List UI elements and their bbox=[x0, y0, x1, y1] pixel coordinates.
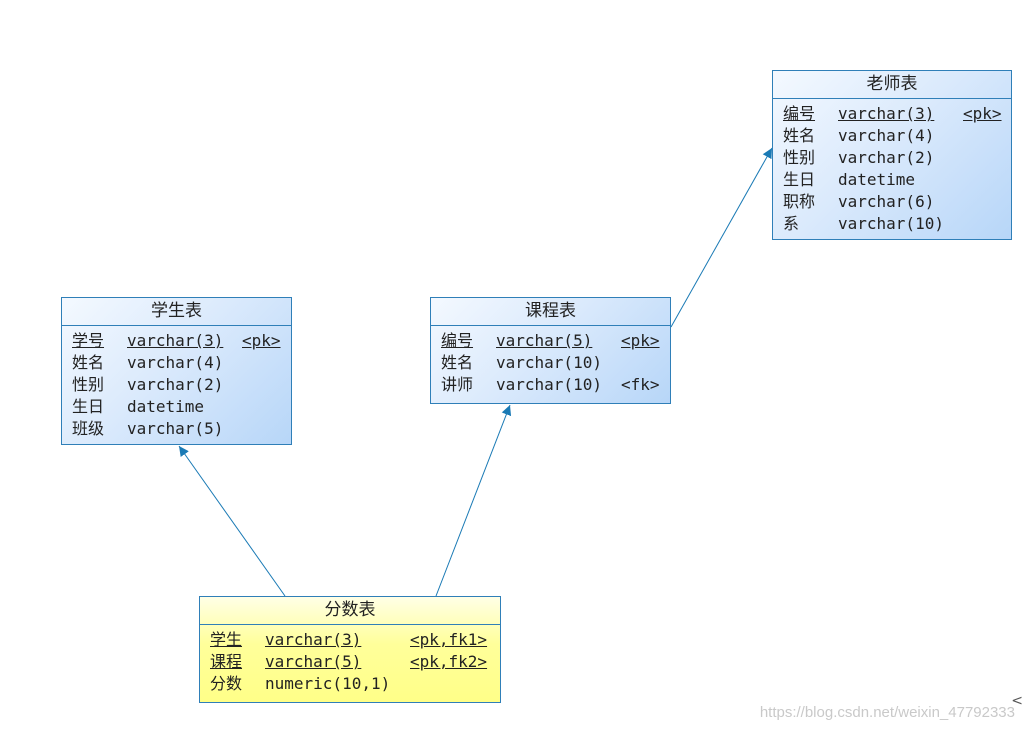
column-row: 编号 varchar(5) <pk> bbox=[431, 330, 670, 352]
column-name: 课程 bbox=[210, 652, 243, 671]
column-type: varchar(6) bbox=[838, 192, 935, 211]
column-type: numeric(10,1) bbox=[265, 674, 391, 693]
watermark: https://blog.csdn.net/weixin_47792333 bbox=[759, 704, 1015, 721]
column-name: 职称 bbox=[783, 192, 816, 211]
column-row: 讲师 varchar(10) <fk> bbox=[431, 374, 670, 396]
column-name: 学生 bbox=[210, 630, 243, 649]
column-type: datetime bbox=[127, 397, 205, 416]
column-name: 姓名 bbox=[783, 126, 816, 145]
column-row: 学生 varchar(3) <pk,fk1> bbox=[200, 629, 500, 651]
column-row: 姓名 varchar(10) bbox=[431, 352, 670, 374]
relationship-score-to-student bbox=[178, 445, 286, 597]
entity-columns: 编号 varchar(5) <pk> 姓名 varchar(10) 讲师 varchar(1… bbox=[431, 326, 670, 396]
column-type: varchar(5) bbox=[265, 652, 362, 671]
entity-score[interactable]: 分数表学生 varchar(3) <pk,fk1> 课程 varchar(5) <pk,f… bbox=[199, 596, 501, 703]
entity-columns: 学号 varchar(3) <pk> 姓名 varchar(4) 性别 varchar(2)… bbox=[62, 326, 291, 440]
column-type: datetime bbox=[838, 170, 916, 189]
entity-title: 课程表 bbox=[431, 298, 670, 326]
relationship-score-to-course bbox=[435, 404, 512, 597]
column-row: 生日 datetime bbox=[62, 396, 291, 418]
column-row: 课程 varchar(5) <pk,fk2> bbox=[200, 651, 500, 673]
column-type: varchar(2) bbox=[838, 148, 935, 167]
column-key: <pk> bbox=[621, 331, 660, 350]
column-name: 生日 bbox=[72, 397, 105, 416]
column-row: 生日 datetime bbox=[773, 169, 1011, 191]
entity-columns: 学生 varchar(3) <pk,fk1> 课程 varchar(5) <pk,fk2>… bbox=[200, 625, 500, 695]
column-type: varchar(10) bbox=[496, 353, 602, 372]
entity-columns: 编号 varchar(3) <pk> 姓名 varchar(4) 性别 varchar(2)… bbox=[773, 99, 1011, 235]
column-row: 性别 varchar(2) bbox=[62, 374, 291, 396]
column-row: 职称 varchar(6) bbox=[773, 191, 1011, 213]
entity-title: 学生表 bbox=[62, 298, 291, 326]
column-name: 姓名 bbox=[441, 353, 474, 372]
column-name: 性别 bbox=[72, 375, 105, 394]
column-row: 性别 varchar(2) bbox=[773, 147, 1011, 169]
column-name: 性别 bbox=[783, 148, 816, 167]
entity-teacher[interactable]: 老师表编号 varchar(3) <pk> 姓名 varchar(4) 性别 varchar… bbox=[772, 70, 1012, 240]
column-type: varchar(3) bbox=[127, 331, 224, 350]
column-key: <pk> bbox=[963, 104, 1002, 123]
relationship-course-to-teacher bbox=[670, 147, 773, 328]
column-row: 姓名 varchar(4) bbox=[773, 125, 1011, 147]
column-type: varchar(10) bbox=[838, 214, 944, 233]
column-type: varchar(10) bbox=[496, 375, 602, 394]
entity-title: 老师表 bbox=[773, 71, 1011, 99]
column-key: <pk> bbox=[242, 331, 281, 350]
column-type: varchar(3) bbox=[265, 630, 362, 649]
column-row: 姓名 varchar(4) bbox=[62, 352, 291, 374]
column-row: 班级 varchar(5) bbox=[62, 418, 291, 440]
entity-title: 分数表 bbox=[200, 597, 500, 625]
column-key: <pk,fk2> bbox=[410, 652, 488, 671]
column-key: <fk> bbox=[621, 375, 660, 394]
column-name: 编号 bbox=[441, 331, 474, 350]
column-name: 讲师 bbox=[441, 375, 474, 394]
column-name: 生日 bbox=[783, 170, 816, 189]
entity-course[interactable]: 课程表编号 varchar(5) <pk> 姓名 varchar(10) 讲师 varcha… bbox=[430, 297, 671, 404]
column-row: 编号 varchar(3) <pk> bbox=[773, 103, 1011, 125]
column-name: 系 bbox=[783, 214, 800, 233]
column-type: varchar(5) bbox=[496, 331, 593, 350]
column-type: varchar(4) bbox=[838, 126, 935, 145]
column-row: 分数 numeric(10,1) bbox=[200, 673, 500, 695]
entity-student[interactable]: 学生表学号 varchar(3) <pk> 姓名 varchar(4) 性别 varchar… bbox=[61, 297, 292, 445]
column-name: 编号 bbox=[783, 104, 816, 123]
column-key: <pk,fk1> bbox=[410, 630, 488, 649]
edge-chevron-icon: < bbox=[1011, 693, 1023, 709]
column-type: varchar(4) bbox=[127, 353, 224, 372]
column-name: 分数 bbox=[210, 674, 243, 693]
column-name: 姓名 bbox=[72, 353, 105, 372]
column-name: 班级 bbox=[72, 419, 105, 438]
column-name: 学号 bbox=[72, 331, 105, 350]
column-type: varchar(2) bbox=[127, 375, 224, 394]
column-type: varchar(5) bbox=[127, 419, 224, 438]
column-type: varchar(3) bbox=[838, 104, 935, 123]
column-row: 学号 varchar(3) <pk> bbox=[62, 330, 291, 352]
column-row: 系 varchar(10) bbox=[773, 213, 1011, 235]
